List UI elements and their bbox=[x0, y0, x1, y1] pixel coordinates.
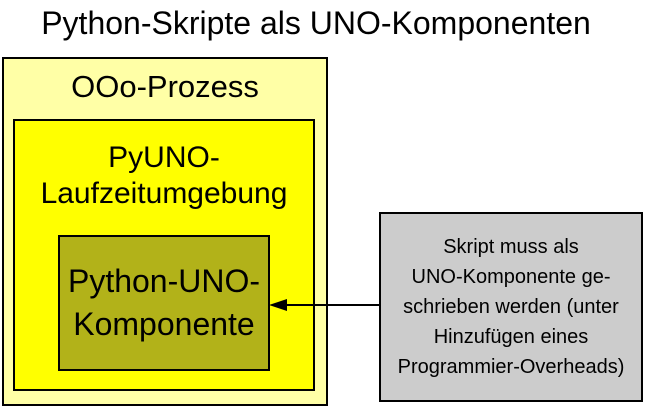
annotation-line-5: Programmier-Overheads) bbox=[397, 356, 625, 378]
ooo-process-label: OOo-Prozess bbox=[71, 69, 259, 104]
python-uno-component-label-line1: Python-UNO- bbox=[67, 263, 261, 299]
annotation-arrow bbox=[269, 299, 382, 311]
python-uno-component-box: Python-UNO- Komponente bbox=[58, 235, 270, 371]
annotation-box: Skript muss als UNO-Komponente ge- schri… bbox=[379, 212, 643, 402]
pyuno-runtime-label: PyUNO- Laufzeitumgebung bbox=[15, 140, 313, 212]
annotation-line-3: schrieben werden (unter bbox=[403, 296, 619, 318]
annotation-line-1: Skript muss als bbox=[443, 236, 579, 258]
pyuno-runtime-label-line1: PyUNO- bbox=[108, 141, 220, 174]
annotation-line-4: Hinzufügen eines bbox=[433, 326, 589, 348]
diagram-title: Python-Skripte als UNO-Komponenten bbox=[41, 5, 591, 41]
python-uno-component-label-line2: Komponente bbox=[73, 306, 255, 342]
annotation-line-2: UNO-Komponente ge- bbox=[411, 266, 611, 288]
pyuno-runtime-label-line2: Laufzeitumgebung bbox=[40, 177, 288, 210]
python-uno-component-label: Python-UNO- Komponente bbox=[68, 260, 260, 346]
arrowhead-left-icon bbox=[269, 299, 287, 311]
